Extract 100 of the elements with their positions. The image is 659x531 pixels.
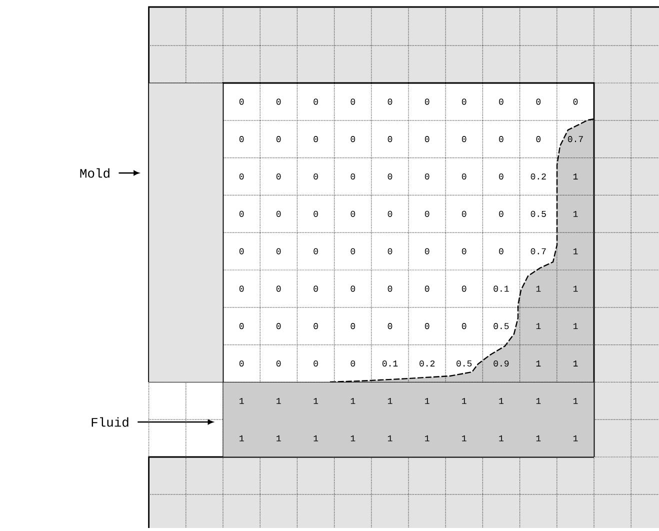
cell-value: 1 <box>536 323 541 330</box>
part-label: Mold <box>80 168 110 178</box>
cell-value: 0 <box>388 248 392 254</box>
cell-value: 1 <box>573 323 578 330</box>
cell-value: 0 <box>536 98 541 105</box>
cell-value: 0 <box>424 98 430 105</box>
cell-value: 1 <box>536 398 541 404</box>
cell-value: 0 <box>276 98 281 105</box>
cell-value: 0 <box>350 173 356 180</box>
cell-value: 0 <box>388 323 392 330</box>
cell-value: 0 <box>424 210 430 217</box>
cell-value: 0.1 <box>382 360 398 367</box>
cell-value: 0 <box>499 248 504 254</box>
cell-value: 0 <box>573 98 578 105</box>
cell-value: 0.2 <box>420 360 435 367</box>
cell-value: 0 <box>276 286 281 292</box>
cell-value: 0 <box>350 98 356 105</box>
cell-value: 0 <box>462 210 466 217</box>
cell-value: 1 <box>240 398 244 404</box>
cell-value: 0 <box>499 136 504 142</box>
cell-value: 1 <box>573 248 578 254</box>
cell-value: 0 <box>276 323 281 330</box>
cell-value: 0.7 <box>568 136 583 142</box>
cell-value: 0 <box>239 360 244 367</box>
cell-value: 0 <box>314 210 318 217</box>
cell-value: 1 <box>276 398 281 404</box>
cell-value: 1 <box>314 398 318 404</box>
cell-value: 0 <box>239 248 244 254</box>
cell-value: 1 <box>462 398 466 404</box>
cell-value: 1 <box>388 398 392 404</box>
cell-value: 0 <box>350 248 356 254</box>
cell-value: 0.5 <box>456 360 472 367</box>
cell-value: 0 <box>276 136 281 142</box>
cell-value: 1 <box>350 435 356 442</box>
cell-value: 1 <box>314 435 318 442</box>
cell-value: 1 <box>499 435 504 442</box>
cell-value: 0 <box>314 360 318 367</box>
cell-value: 0 <box>314 248 318 254</box>
cell-value: 0 <box>276 248 281 254</box>
cell-value: 1 <box>536 360 541 366</box>
cell-value: 0 <box>388 98 392 105</box>
cell-value: 0 <box>314 98 318 105</box>
cell-value: 0 <box>314 286 318 292</box>
cell-value: 0 <box>388 173 392 180</box>
arrow <box>118 170 139 176</box>
cell-value: 0 <box>462 286 466 292</box>
cell-value: 0.5 <box>494 323 509 330</box>
arrow <box>138 420 214 424</box>
cell-value: 0 <box>276 210 281 217</box>
cell-value: 0 <box>314 136 318 142</box>
cell-value: 0 <box>388 286 392 292</box>
cell-value: 1 <box>573 174 578 180</box>
cell-value: 0 <box>239 210 244 217</box>
cell-value: 0 <box>462 323 466 330</box>
cell-value: 1 <box>276 435 281 442</box>
cell-value: 0.7 <box>530 248 546 254</box>
cell-value: 0 <box>424 323 430 330</box>
cell-value: 0 <box>239 173 244 180</box>
cell-value: 1 <box>240 435 244 442</box>
cell-value: 0.9 <box>494 360 509 367</box>
cell-value: 0 <box>314 323 318 330</box>
cell-value: 0 <box>350 286 356 292</box>
cell-value: 1 <box>462 435 466 442</box>
cell-value: 1 <box>425 435 430 442</box>
cell-value: 0 <box>499 173 504 180</box>
cell-value: 0.2 <box>530 173 546 180</box>
cell-value: 0 <box>239 286 244 292</box>
cell-value: 0 <box>462 136 466 142</box>
cell-value: 0 <box>424 173 430 180</box>
cell-value: 0 <box>388 136 392 142</box>
cell-value: 1 <box>536 435 541 442</box>
cell-value: 0 <box>239 136 244 142</box>
cell-value: 0 <box>350 323 356 330</box>
cell-value: 0 <box>536 136 541 142</box>
cell-value: 0 <box>276 360 281 367</box>
cell-value: 1 <box>573 210 578 217</box>
fluid-channel <box>222 382 594 458</box>
cell-value: 0 <box>462 173 466 180</box>
cell-value: 1 <box>573 435 578 442</box>
cell-value: 1 <box>499 398 504 404</box>
cell-value: 0 <box>424 286 430 292</box>
cell-value: 1 <box>388 435 392 442</box>
cell-value: 0 <box>350 360 356 367</box>
cell-value: 0 <box>388 210 392 217</box>
cell-value: 0 <box>276 173 281 180</box>
part-label: Fluid <box>92 417 128 427</box>
cell-value: 0 <box>499 210 504 217</box>
cell-value: 0 <box>239 323 244 330</box>
cell-value: 1 <box>573 398 578 404</box>
cell-value: 1 <box>536 286 541 292</box>
cell-value: 1 <box>350 398 356 404</box>
cell-value: 0.1 <box>494 286 509 292</box>
cell-value: 0.5 <box>530 210 546 217</box>
cell-value: 0 <box>424 136 430 142</box>
cell-value: 0 <box>314 173 318 180</box>
cell-value: 0 <box>499 98 504 105</box>
cell-value: 0 <box>239 98 244 105</box>
cell-value: 1 <box>573 360 578 366</box>
mold-wall <box>148 82 224 382</box>
cell-value: 0 <box>462 248 466 254</box>
